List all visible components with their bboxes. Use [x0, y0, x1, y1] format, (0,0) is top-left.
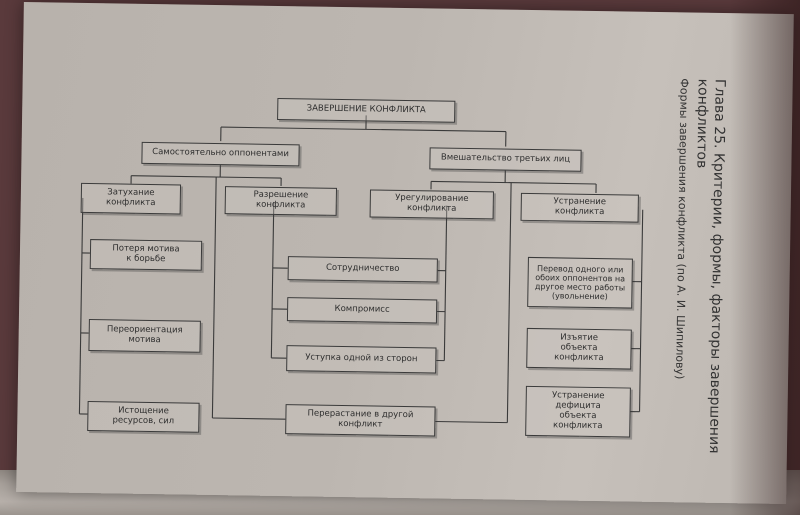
compromise-node: Компромисс [286, 297, 438, 324]
resolution-node: Разрешение конфликта [224, 186, 338, 216]
motive-loss-node: Потеря мотива к борьбе [89, 239, 203, 271]
fading-node: Затухание конфликта [80, 182, 182, 215]
transfer-node: Перевод одного или обоих оппонентов на д… [527, 256, 633, 309]
deficit-removal-node: Устранение дефицита объекта конфликта [525, 385, 631, 438]
cooperation-node: Сотрудничество [287, 256, 438, 283]
elimination-node: Устранение конфликта [520, 192, 639, 223]
concession-node: Уступка одной из сторон [286, 345, 437, 374]
root-node: ЗАВЕРШЕНИЕ КОНФЛИКТА [277, 97, 456, 123]
book-page: ЗАВЕРШЕНИЕ КОНФЛИКТА Самостоятельно оппо… [16, 1, 794, 505]
branch-third-node: Вмешательство третьих лиц [429, 147, 582, 172]
exhaustion-node: Истощение ресурсов, сил [87, 401, 200, 433]
connector-lines [78, 115, 644, 424]
reorientation-node: Переориентация мотива [88, 319, 201, 353]
chapter-title-continued: конфликтов [693, 78, 711, 169]
settlement-node: Урегулирование конфликта [369, 189, 494, 220]
object-removal-node: Изъятие объекта конфликта [526, 327, 632, 370]
escalation-node: Перерастание в другой конфликт [285, 404, 436, 437]
branch-self-node: Самостоятельно оппонентами [141, 141, 300, 167]
